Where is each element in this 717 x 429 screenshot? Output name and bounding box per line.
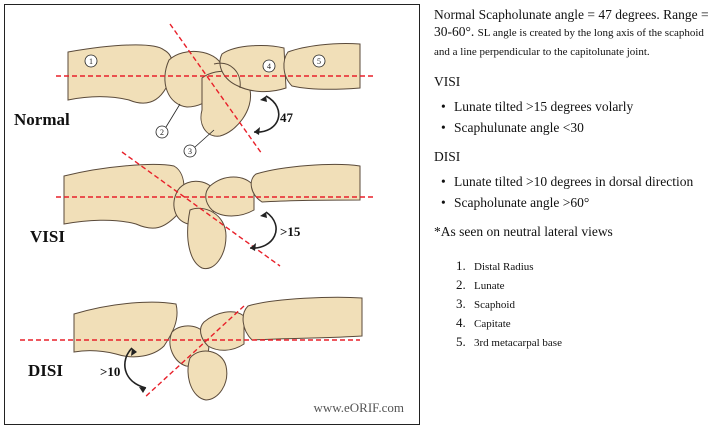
legend-item: 4.Capitate [456, 315, 511, 330]
list-item: Scapholunate angle >60° [441, 195, 714, 211]
disi-heading: DISI [434, 149, 461, 164]
disi-scaphoid [187, 350, 228, 401]
intro-paragraph: Normal Scapholunate angle = 47 degrees. … [434, 6, 714, 61]
number-5: 5 [317, 57, 321, 66]
visi-angle-label: >15 [280, 224, 301, 239]
disi-diagram [73, 296, 363, 401]
legend-item: 1.Distal Radius [456, 258, 534, 273]
legend-item: 3.Scaphoid [456, 296, 515, 311]
disi-capitate [200, 311, 245, 351]
disi-list: Lunate tilted >10 degrees in dorsal dire… [434, 174, 714, 211]
disi-metacarpal [242, 296, 363, 341]
legend-list: 1.Distal Radius 2.Lunate 3.Scaphoid 4.Ca… [434, 257, 714, 352]
info-panel: Normal Scapholunate angle = 47 degrees. … [434, 6, 714, 352]
legend-item: 2.Lunate [456, 277, 505, 292]
row-label-visi: VISI [30, 227, 65, 246]
number-leaders [165, 103, 215, 148]
watermark: www.eORIF.com [313, 400, 404, 415]
capitate-bone [219, 45, 287, 93]
disi-radius [73, 301, 178, 358]
row-label-disi: DISI [28, 361, 63, 380]
visi-heading: VISI [434, 74, 461, 89]
row-label-normal: Normal [14, 110, 70, 129]
number-2: 2 [160, 128, 164, 137]
intro-small: SL angle is created by the long axis of … [434, 27, 704, 58]
number-1: 1 [89, 57, 93, 66]
normal-angle-label: 47 [280, 110, 294, 125]
footnote: *As seen on neutral lateral views [434, 224, 613, 239]
number-3: 3 [188, 147, 192, 156]
disi-angle-label: >10 [100, 364, 120, 379]
radius-bone [67, 44, 173, 104]
visi-metacarpal [250, 163, 361, 203]
visi-list: Lunate tilted >15 degrees volarly Scaphu… [434, 99, 714, 136]
legend-item: 5.3rd metacarpal base [456, 334, 562, 349]
list-item: Scaphulunate angle <30 [441, 120, 714, 136]
disi-dashed-lines [20, 305, 360, 399]
list-item: Lunate tilted >15 degrees volarly [441, 99, 714, 115]
visi-angle-arc [249, 211, 277, 249]
normal-angle-arc [253, 95, 280, 133]
visi-scaphoid [187, 207, 227, 270]
visi-capitate [205, 176, 255, 217]
number-4: 4 [267, 62, 271, 71]
normal-number-circles [84, 54, 326, 158]
list-item: Lunate tilted >10 degrees in dorsal dire… [441, 174, 714, 190]
intro-main: Normal Scapholunate angle = 47 degrees. … [434, 7, 709, 39]
disi-angle-arc [124, 347, 147, 389]
normal-diagram [67, 43, 361, 137]
wrist-figure: 1 2 3 4 5 47 Normal >15 VISI [4, 4, 420, 425]
normal-dashed-lines [56, 23, 374, 155]
